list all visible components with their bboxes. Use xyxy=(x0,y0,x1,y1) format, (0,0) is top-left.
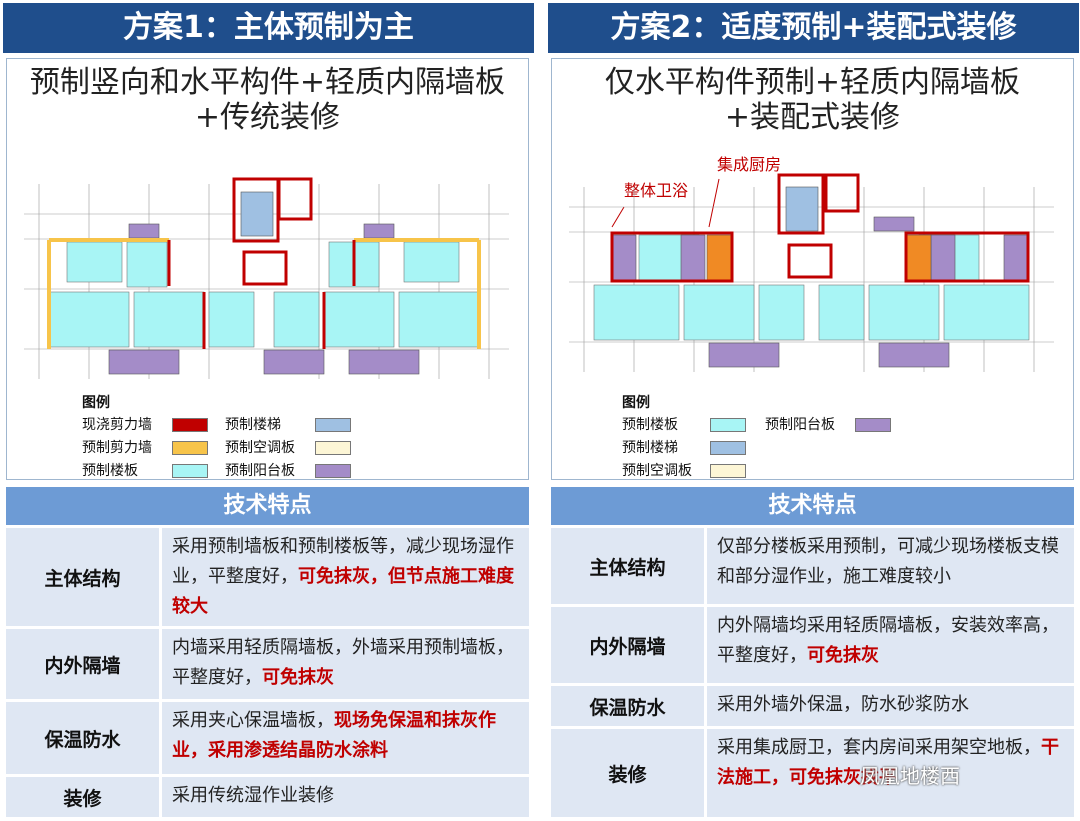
row-description: 采用集成厨卫，套内房间采用架空地板，干法施工，可免抹灰找平 xyxy=(707,729,1074,817)
scheme-2-subtitle-line1: 仅水平构件预制+轻质内隔墙板 xyxy=(604,65,1021,100)
legend-label: 预制阳台板 xyxy=(225,463,295,479)
row-category: 装修 xyxy=(6,777,159,817)
desc-text: 内墙采用轻质隔墙板，外墙采用预制墙板，平整度好， xyxy=(172,637,514,688)
legend-swatch xyxy=(172,418,208,432)
scheme-2-legend-item: 预制空调板 xyxy=(622,463,746,479)
table-row: 装修 采用传统湿作业装修 xyxy=(6,777,529,817)
desc-highlight: 可免抹灰，但节点施工难度较大 xyxy=(172,566,514,617)
scheme-2-panel: 方案2：适度预制+装配式装修 仅水平构件预制+轻质内隔墙板 +装配式装修 整体卫… xyxy=(548,0,1079,821)
scheme-1-panel: 方案1：主体预制为主 预制竖向和水平构件+轻质内隔墙板 +传统装修 xyxy=(3,0,534,821)
legend-swatch xyxy=(710,441,746,455)
row-category: 内外隔墙 xyxy=(551,607,704,683)
scheme-1-legend-item: 预制楼板 xyxy=(82,463,208,479)
row-description: 内外隔墙均采用轻质隔墙板，安装效率高，平整度好，可免抹灰 xyxy=(707,607,1074,683)
legend-label: 预制楼梯 xyxy=(225,417,281,433)
desc-text: 采用集成厨卫，套内房间采用架空地板， xyxy=(717,737,1041,758)
table-row: 保温防水 采用外墙外保温，防水砂浆防水 xyxy=(551,686,1074,726)
desc-highlight: 现场免保温和抹灰作业，采用渗透结晶防水涂料 xyxy=(172,710,496,761)
legend-swatch xyxy=(315,441,351,455)
scheme-2-illustration-box: 仅水平构件预制+轻质内隔墙板 +装配式装修 整体卫浴 集成厨房 xyxy=(551,58,1074,480)
scheme-1-illustration-box: 预制竖向和水平构件+轻质内隔墙板 +传统装修 xyxy=(6,58,529,480)
scheme-2-tech-header: 技术特点 xyxy=(551,487,1074,525)
row-description: 仅部分楼板采用预制，可减少现场楼板支模和部分湿作业，施工难度较小 xyxy=(707,528,1074,604)
row-category: 保温防水 xyxy=(6,702,159,774)
scheme-1-subtitle-line1: 预制竖向和水平构件+轻质内隔墙板 xyxy=(29,65,506,100)
desc-text: 采用预制墙板和预制楼板等，减少现场湿作业，平整度好， xyxy=(172,536,514,587)
watermark: 凤凰地楼西 xyxy=(860,764,960,788)
row-description: 采用传统湿作业装修 xyxy=(162,777,529,817)
row-category: 主体结构 xyxy=(6,528,159,626)
row-category: 主体结构 xyxy=(551,528,704,604)
legend-swatch xyxy=(315,464,351,478)
scheme-1-legend-item: 现浇剪力墙 xyxy=(82,417,208,433)
legend-label: 预制楼板 xyxy=(82,463,138,479)
integrated-kitchen-annotation: 集成厨房 xyxy=(717,155,782,174)
legend-label: 预制剪力墙 xyxy=(82,440,152,456)
scheme-2-legend-item: 预制楼梯 xyxy=(622,440,746,456)
scheme-1-tech-header: 技术特点 xyxy=(6,487,529,525)
scheme-1-subtitle-line2: +传统装修 xyxy=(194,100,341,135)
desc-text: 内外隔墙均采用轻质隔墙板，安装效率高，平整度好， xyxy=(717,615,1059,666)
scheme-1-legend-item: 预制阳台板 xyxy=(225,463,351,479)
table-row: 保温防水 采用夹心保温墙板，现场免保温和抹灰作业，采用渗透结晶防水涂料 xyxy=(6,702,529,774)
legend-label: 预制空调板 xyxy=(622,463,692,479)
legend-swatch xyxy=(710,464,746,478)
scheme-1-header: 方案1：主体预制为主 xyxy=(3,3,534,53)
table-row: 主体结构 采用预制墙板和预制楼板等，减少现场湿作业，平整度好，可免抹灰，但节点施… xyxy=(6,528,529,626)
integrated-bathroom-annotation: 整体卫浴 xyxy=(624,181,689,200)
table-row: 内外隔墙 内外隔墙均采用轻质隔墙板，安装效率高，平整度好，可免抹灰 xyxy=(551,607,1074,683)
scheme-2-floor-plan xyxy=(569,173,1054,372)
legend-swatch xyxy=(315,418,351,432)
legend-label: 预制楼板 xyxy=(622,417,678,433)
desc-text: 采用传统湿作业装修 xyxy=(172,785,334,806)
scheme-2-header: 方案2：适度预制+装配式装修 xyxy=(548,3,1079,53)
scheme-1-legend-title: 图例 xyxy=(82,395,110,411)
scheme-1-legend-item: 预制剪力墙 xyxy=(82,440,208,456)
legend-label: 预制阳台板 xyxy=(765,417,835,433)
table-row: 主体结构 仅部分楼板采用预制，可减少现场楼板支模和部分湿作业，施工难度较小 xyxy=(551,528,1074,604)
scheme-2-subtitle-line2: +装配式装修 xyxy=(724,100,901,135)
scheme-2-legend-item: 预制阳台板 xyxy=(765,417,891,433)
scheme-2-subtitle: 仅水平构件预制+轻质内隔墙板 +装配式装修 xyxy=(552,65,1073,135)
row-description: 采用夹心保温墙板，现场免保温和抹灰作业，采用渗透结晶防水涂料 xyxy=(162,702,529,774)
legend-label: 预制空调板 xyxy=(225,440,295,456)
scheme-1-floor-plan xyxy=(24,177,509,379)
desc-text: 采用夹心保温墙板， xyxy=(172,710,334,731)
legend-swatch xyxy=(710,418,746,432)
desc-highlight: 可免抹灰 xyxy=(807,645,879,666)
row-description: 内墙采用轻质隔墙板，外墙采用预制墙板，平整度好，可免抹灰 xyxy=(162,629,529,699)
table-row: 装修 采用集成厨卫，套内房间采用架空地板，干法施工，可免抹灰找平 xyxy=(551,729,1074,817)
scheme-1-legend-item: 预制空调板 xyxy=(225,440,351,456)
scheme-2-legend-item: 预制楼板 xyxy=(622,417,746,433)
desc-highlight: 干法施工，可免抹灰找平 xyxy=(717,737,1059,788)
legend-swatch xyxy=(172,441,208,455)
row-category: 内外隔墙 xyxy=(6,629,159,699)
scheme-2-legend-title: 图例 xyxy=(622,395,650,411)
scheme-1-subtitle: 预制竖向和水平构件+轻质内隔墙板 +传统装修 xyxy=(7,65,528,135)
row-category: 保温防水 xyxy=(551,686,704,726)
row-category: 装修 xyxy=(551,729,704,817)
legend-swatch xyxy=(855,418,891,432)
legend-label: 现浇剪力墙 xyxy=(82,417,152,433)
legend-swatch xyxy=(172,464,208,478)
row-description: 采用外墙外保温，防水砂浆防水 xyxy=(707,686,1074,726)
desc-text: 采用外墙外保温，防水砂浆防水 xyxy=(717,694,969,715)
desc-text: 仅部分楼板采用预制，可减少现场楼板支模和部分湿作业，施工难度较小 xyxy=(717,536,1059,587)
legend-label: 预制楼梯 xyxy=(622,440,678,456)
row-description: 采用预制墙板和预制楼板等，减少现场湿作业，平整度好，可免抹灰，但节点施工难度较大 xyxy=(162,528,529,626)
table-row: 内外隔墙 内墙采用轻质隔墙板，外墙采用预制墙板，平整度好，可免抹灰 xyxy=(6,629,529,699)
scheme-1-legend-item: 预制楼梯 xyxy=(225,417,351,433)
desc-highlight: 可免抹灰 xyxy=(262,667,334,688)
